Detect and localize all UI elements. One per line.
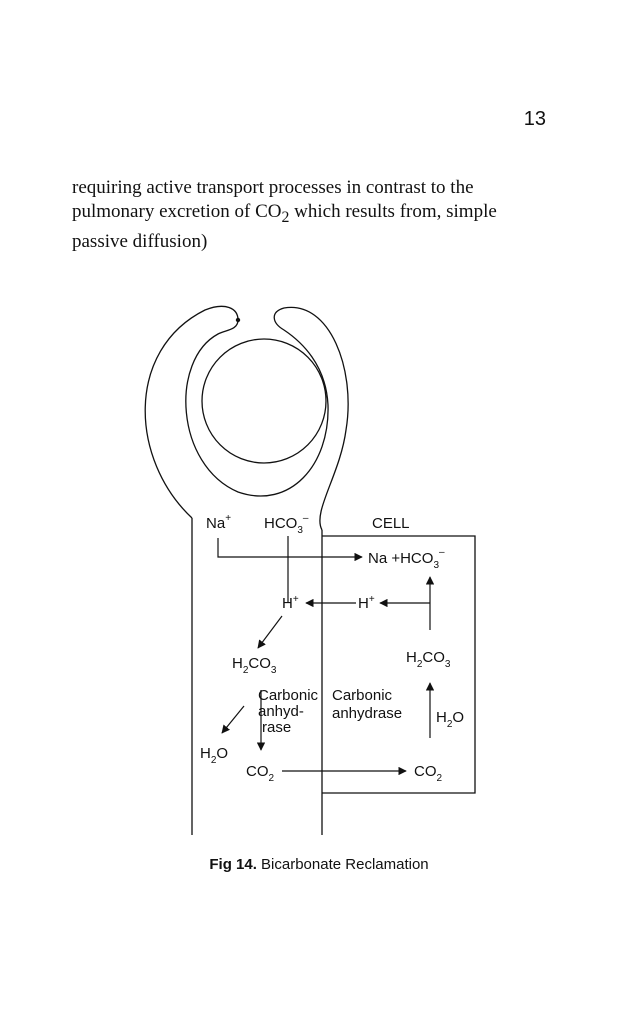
co2-subscript: 2 bbox=[281, 208, 290, 226]
carbonic-anhydrase-cell-l1: Carbonic bbox=[332, 687, 393, 704]
h2o-out-arrow bbox=[221, 705, 245, 734]
cell-label: CELL bbox=[372, 515, 410, 532]
paragraph-line-2: pulmonary excretion of CO2 which results… bbox=[72, 200, 548, 230]
h2o-cell-label: H2O bbox=[436, 709, 464, 730]
carbonic-anhydrase-lumen-l1: Carbonic bbox=[258, 687, 319, 704]
dot-mark bbox=[235, 317, 241, 323]
co2-cell-label: CO2 bbox=[414, 763, 443, 784]
hco3-lumen-label: HCO3– bbox=[264, 513, 309, 536]
carbonic-anhydrase-lumen-l3: rase bbox=[262, 719, 291, 736]
glomerulus-outline bbox=[144, 305, 349, 531]
figure-caption-text: Bicarbonate Reclamation bbox=[256, 856, 429, 873]
na-plus-label: Na+ bbox=[206, 513, 231, 532]
na-line bbox=[217, 538, 286, 558]
body-paragraph: requiring active transport processes in … bbox=[72, 176, 548, 254]
h-plus-cell-label: H+ bbox=[358, 594, 375, 612]
carbonic-anhydrase-lumen-l2: anhyd- bbox=[258, 703, 304, 720]
figure-caption-label: Fig 14. bbox=[209, 856, 257, 873]
na-hco3-cell-label: Na +HCO3– bbox=[368, 547, 445, 571]
paragraph-line-1: requiring active transport processes in … bbox=[72, 177, 474, 198]
paragraph-line-2-end: which results from, simple bbox=[289, 201, 497, 222]
paragraph-line-2-start: pulmonary excretion of CO bbox=[72, 201, 282, 222]
bicarbonate-reclamation-diagram: Na+ HCO3– CELL Na +HCO3– H+ H+ H2CO3 H2C… bbox=[144, 305, 476, 835]
h2co3-formation-arrow bbox=[257, 615, 283, 649]
inner-circle bbox=[201, 338, 327, 464]
carbonic-anhydrase-cell-l2: anhydrase bbox=[332, 705, 402, 722]
h2co3-lumen-label: H2CO3 bbox=[232, 655, 277, 676]
h2o-lumen-label: H2O bbox=[200, 745, 228, 766]
paragraph-line-3: passive diffusion) bbox=[72, 230, 208, 252]
co2-lumen-label: CO2 bbox=[246, 763, 275, 784]
cell-boundary bbox=[322, 535, 476, 794]
page-number: 13 bbox=[523, 108, 546, 130]
figure-caption: Fig 14. Bicarbonate Reclamation bbox=[0, 856, 638, 873]
h-plus-lumen-label: H+ bbox=[282, 594, 299, 612]
h2co3-cell-label: H2CO3 bbox=[406, 649, 451, 670]
